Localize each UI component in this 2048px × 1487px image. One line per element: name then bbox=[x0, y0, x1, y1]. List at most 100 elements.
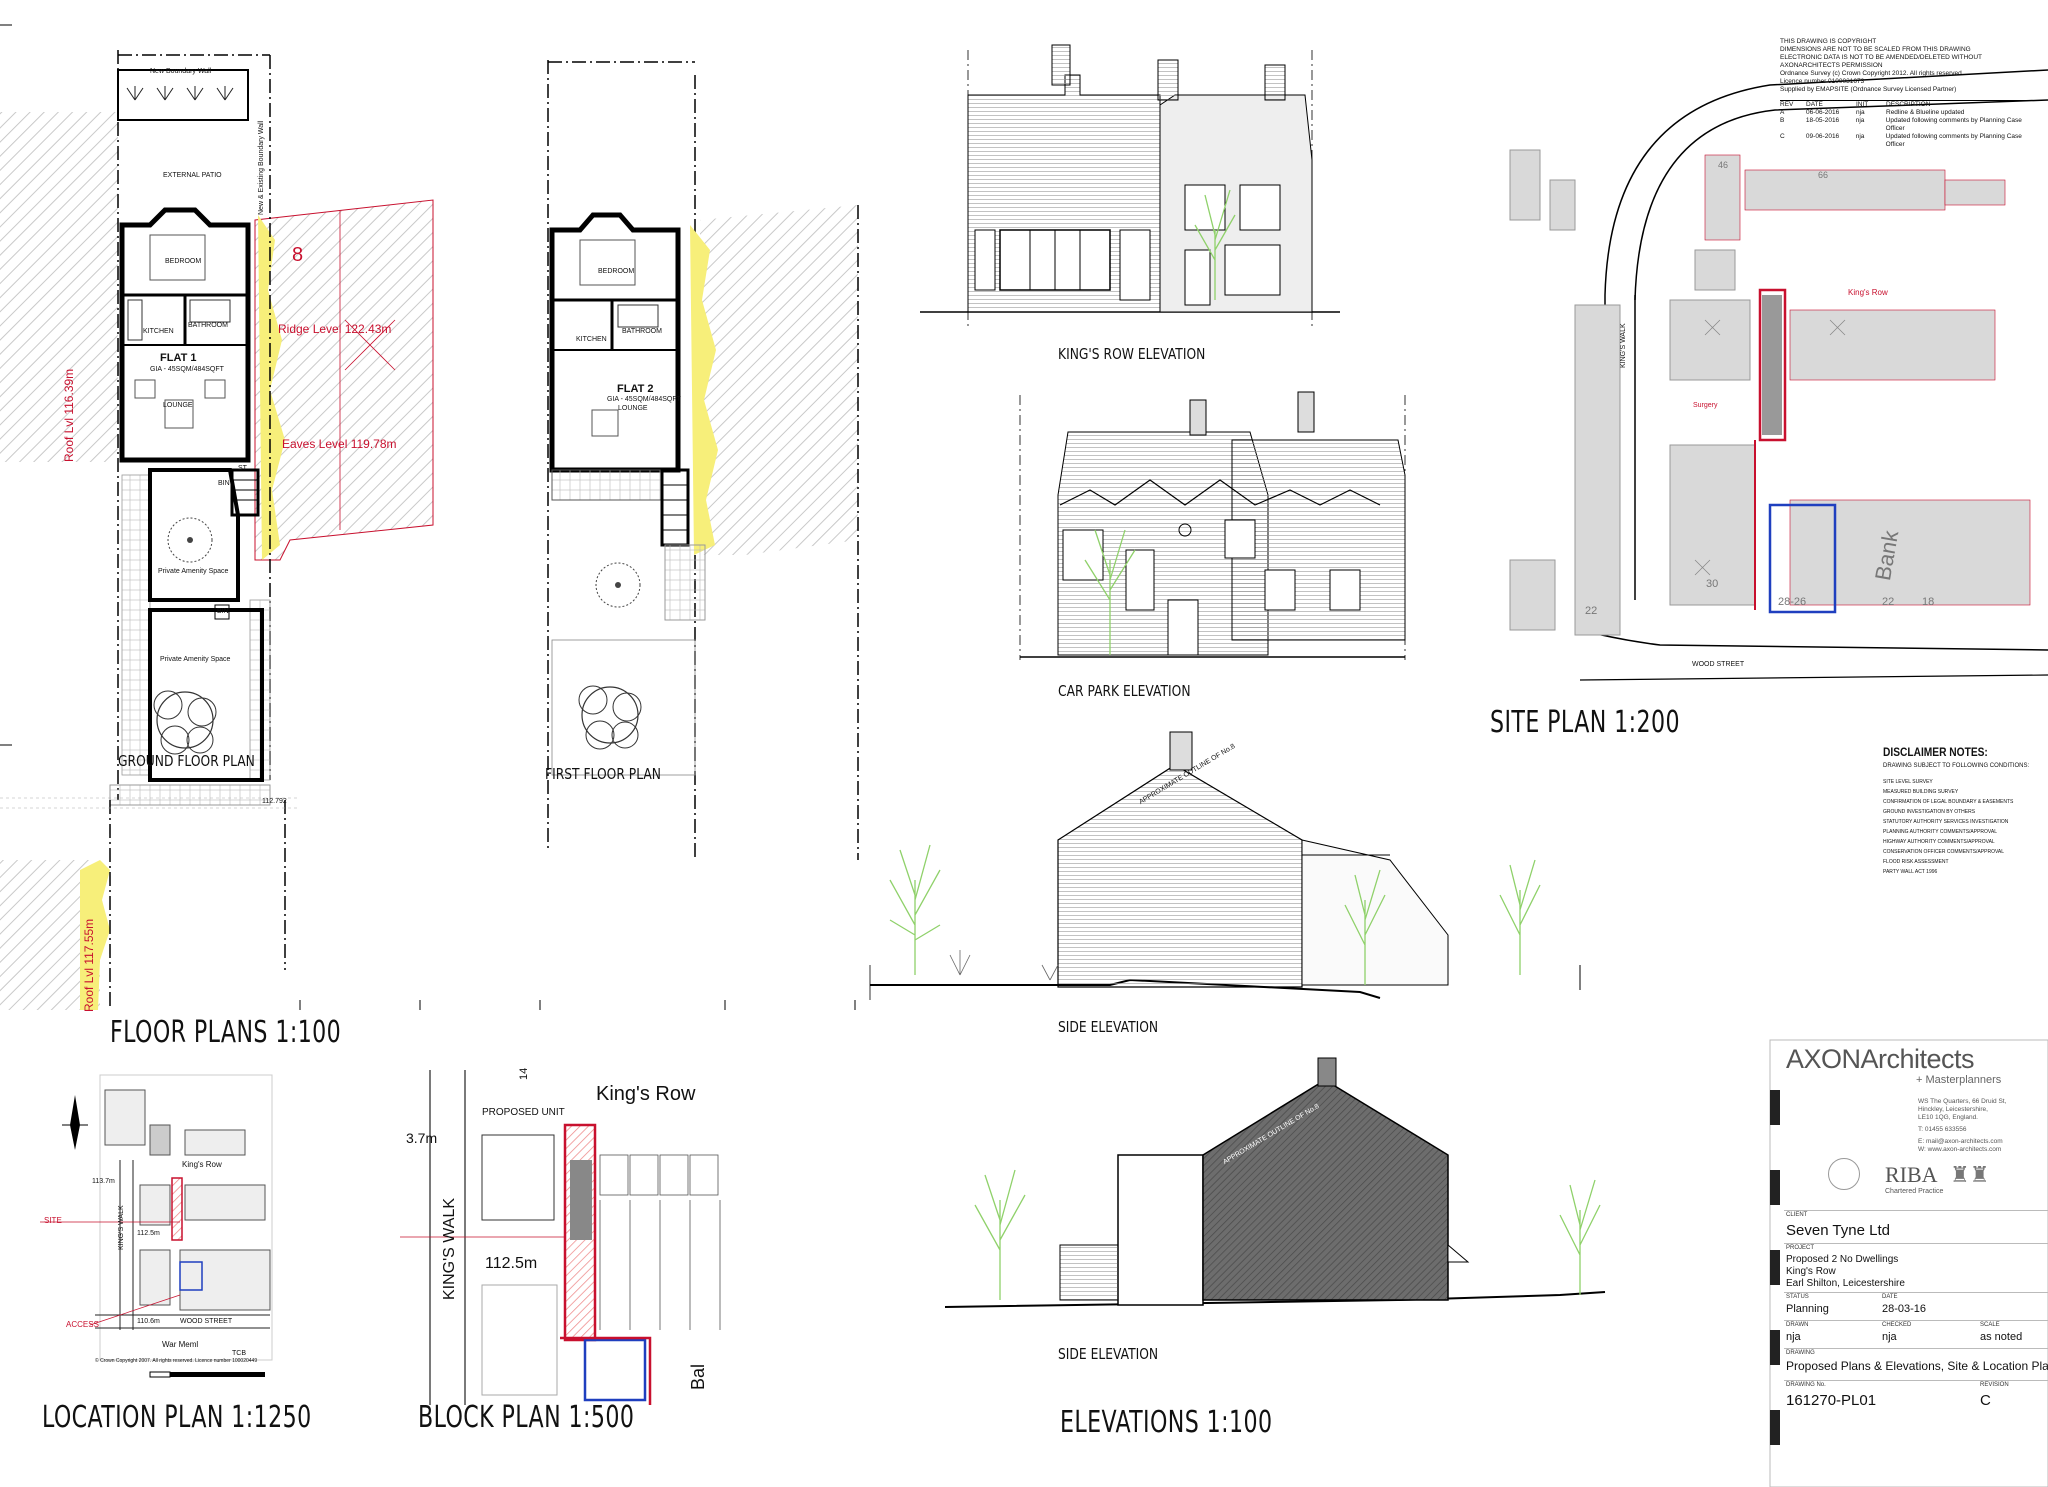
yellow-ridge-left bbox=[80, 860, 110, 1010]
first-floor-plan-label: FIRST FLOOR PLAN bbox=[545, 765, 661, 783]
gf-lounge-label: LOUNGE bbox=[163, 402, 193, 409]
disclaimer-item: PARTY WALL ACT 1996 bbox=[1883, 869, 1938, 875]
ff-bedroom-label: BEDROOM bbox=[598, 268, 635, 275]
new-boundary-wall-label: New Boundary Wall bbox=[150, 68, 212, 75]
neighbour-hatch-first bbox=[700, 205, 858, 555]
site-no-5: 28-26 bbox=[1778, 596, 1807, 608]
disclaimer-item: FLOOD RISK ASSESSMENT bbox=[1883, 859, 1949, 865]
riba-mark-icon: ♜♜ bbox=[1950, 1162, 1990, 1187]
loc-wood-street-label: WOOD STREET bbox=[180, 1318, 233, 1325]
side-elevation-2-label: SIDE ELEVATION bbox=[1058, 1345, 1159, 1363]
flat-2-label: FLAT 2 bbox=[617, 383, 654, 395]
disclaimer-item: HIGHWAY AUTHORITY COMMENTS/APPROVAL bbox=[1883, 839, 1995, 845]
disclaimer-item: CONSERVATION OFFICER COMMENTS/APPROVAL bbox=[1883, 849, 2005, 855]
disclaimer-sub: DRAWING SUBJECT TO FOLLOWING CONDITIONS: bbox=[1883, 763, 2030, 769]
kings-row-elevation-label: KING'S ROW ELEVATION bbox=[1058, 345, 1206, 363]
disclaimer-heading: DISCLAIMER NOTES: bbox=[1883, 745, 1988, 759]
flat-1-area: GIA - 45SQM/484SQFT bbox=[150, 366, 224, 373]
copyright-line: THIS DRAWING IS COPYRIGHT bbox=[1780, 38, 1877, 45]
ff-lounge-label: LOUNGE bbox=[618, 405, 648, 412]
block-plan-drawing bbox=[400, 1070, 721, 1405]
disclaimer-item: CONFIRMATION OF LEGAL BOUNDARY & EASEMEN… bbox=[1883, 799, 2014, 805]
disclaimer-item: GROUND INVESTIGATION BY OTHERS bbox=[1883, 809, 1976, 815]
site-no-2: 66 bbox=[1818, 170, 1829, 180]
loc-site-label: SITE bbox=[44, 1216, 62, 1225]
copyright-line: ELECTRONIC DATA IS NOT TO BE AMENDED/DEL… bbox=[1780, 54, 1983, 61]
tcb-label: TCB bbox=[232, 1350, 246, 1357]
store-label: ST bbox=[238, 465, 247, 472]
surgery-label: Surgery bbox=[1693, 402, 1718, 409]
revision-row: A 06-06-2016 nja Redline & Blueline upda… bbox=[1780, 109, 1965, 116]
revision-row: B 18-05-2016 nja Updated following comme… bbox=[1780, 117, 2022, 132]
plot-number: 8 bbox=[292, 244, 304, 266]
firm-address: WS The Quarters, 66 Druid St, Hinckley, … bbox=[1918, 1098, 2007, 1153]
kings-row-elevation bbox=[920, 44, 1340, 330]
block-plan-title: BLOCK PLAN 1:500 bbox=[418, 1400, 635, 1435]
block-number: 14 bbox=[518, 1067, 530, 1080]
loc-level-3: 110.6m bbox=[137, 1318, 160, 1325]
drawn-label: DRAWN bbox=[1786, 1322, 1809, 1328]
loc-kings-row-label: King's Row bbox=[182, 1160, 222, 1169]
status-value: Planning bbox=[1786, 1303, 1829, 1315]
location-plan-title: LOCATION PLAN 1:1250 bbox=[42, 1400, 312, 1435]
riba-subtitle: Chartered Practice bbox=[1885, 1188, 1944, 1195]
scale-value: as noted bbox=[1980, 1331, 2023, 1343]
drawing-number-label: DRAWING No. bbox=[1786, 1382, 1826, 1388]
site-kings-row-label: King's Row bbox=[1848, 288, 1888, 297]
copyright-notes: THIS DRAWING IS COPYRIGHT DIMENSIONS ARE… bbox=[1780, 38, 2042, 149]
copyright-line: DIMENSIONS ARE NOT TO BE SCALED FROM THI… bbox=[1780, 46, 1971, 53]
revision-label: REVISION bbox=[1980, 1382, 2009, 1388]
loc-access-label: ACCESS bbox=[66, 1320, 99, 1329]
gf-bathroom-label: BATHROOM bbox=[188, 322, 228, 329]
riba-logo: RIBA bbox=[1885, 1162, 1938, 1187]
site-kings-walk-label: KING'S WALK bbox=[1620, 323, 1627, 368]
site-plan-title: SITE PLAN 1:200 bbox=[1490, 705, 1680, 740]
site-wood-street-label: WOOD STREET bbox=[1692, 661, 1745, 668]
tb-scale-bar bbox=[1770, 1330, 1780, 1365]
site-no-6: 22 bbox=[1882, 596, 1895, 608]
ff-kitchen-label: KITCHEN bbox=[576, 336, 607, 343]
side-elevation-1 bbox=[869, 731, 1581, 1000]
firm-subtitle: + Masterplanners bbox=[1916, 1074, 2002, 1086]
tb-scale-bar bbox=[1770, 1170, 1780, 1205]
roof-level-left: Roof Lvl 116.39m bbox=[62, 368, 76, 462]
copyright-line: Ordnance Survey (c) Crown Copyright 2012… bbox=[1780, 70, 1964, 77]
disclaimer-item: PLANNING AUTHORITY COMMENTS/APPROVAL bbox=[1883, 829, 1998, 835]
floor-plans-drawing bbox=[0, 24, 859, 1010]
site-no-7: 18 bbox=[1922, 596, 1935, 608]
drawing-label: DRAWING bbox=[1786, 1350, 1815, 1356]
disclaimer-item: MEASURED BUILDING SURVEY bbox=[1883, 789, 1959, 795]
bin-label-2: BIN bbox=[217, 608, 229, 615]
tb-scale-bar bbox=[1770, 1090, 1780, 1125]
car-park-elevation bbox=[1019, 391, 1406, 660]
north-arrow bbox=[70, 1095, 80, 1150]
revision-header: REV DATE INIT DESCRIPTION bbox=[1780, 100, 2042, 109]
firm-name: AXONArchitects bbox=[1786, 1044, 1975, 1074]
drawn-value: nja bbox=[1786, 1331, 1801, 1343]
revision-value: C bbox=[1980, 1392, 1991, 1409]
checked-label: CHECKED bbox=[1882, 1322, 1912, 1328]
ff-bathroom-label: BATHROOM bbox=[622, 328, 662, 335]
proposed-unit-label: PROPOSED UNIT bbox=[482, 1107, 565, 1118]
floor-plans-title: FLOOR PLANS 1:100 bbox=[110, 1015, 342, 1050]
amenity-label-2: Private Amenity Space bbox=[160, 656, 231, 663]
loc-level-1: 113.7m bbox=[92, 1178, 115, 1185]
elevations-title: ELEVATIONS 1:100 bbox=[1060, 1405, 1273, 1440]
block-level-top: 3.7m bbox=[406, 1130, 438, 1146]
disclaimer-item: SITE LEVEL SURVEY bbox=[1883, 779, 1933, 785]
flat-1-label: FLAT 1 bbox=[160, 352, 197, 364]
side-elevation-2 bbox=[944, 1057, 1606, 1308]
block-level: 112.5m bbox=[485, 1255, 538, 1272]
loc-level-2: 112.5m bbox=[137, 1230, 160, 1237]
disclaimer-notes: DISCLAIMER NOTES: DRAWING SUBJECT TO FOL… bbox=[1883, 745, 2043, 877]
car-park-elevation-label: CAR PARK ELEVATION bbox=[1058, 682, 1191, 700]
site-no-1: 46 bbox=[1718, 160, 1729, 170]
disclaimer-item: STATUTORY AUTHORITY SERVICES INVESTIGATI… bbox=[1883, 819, 2009, 825]
client-label: CLIENT bbox=[1786, 1212, 1808, 1218]
amenity-label-1: Private Amenity Space bbox=[158, 568, 229, 575]
existing-wall-label: New & Existing Boundary Wall bbox=[258, 120, 265, 215]
checked-value: nja bbox=[1882, 1331, 1897, 1343]
yellow-boundary-first bbox=[690, 225, 718, 555]
ridge-level: Ridge Level 122.43m bbox=[278, 322, 392, 336]
